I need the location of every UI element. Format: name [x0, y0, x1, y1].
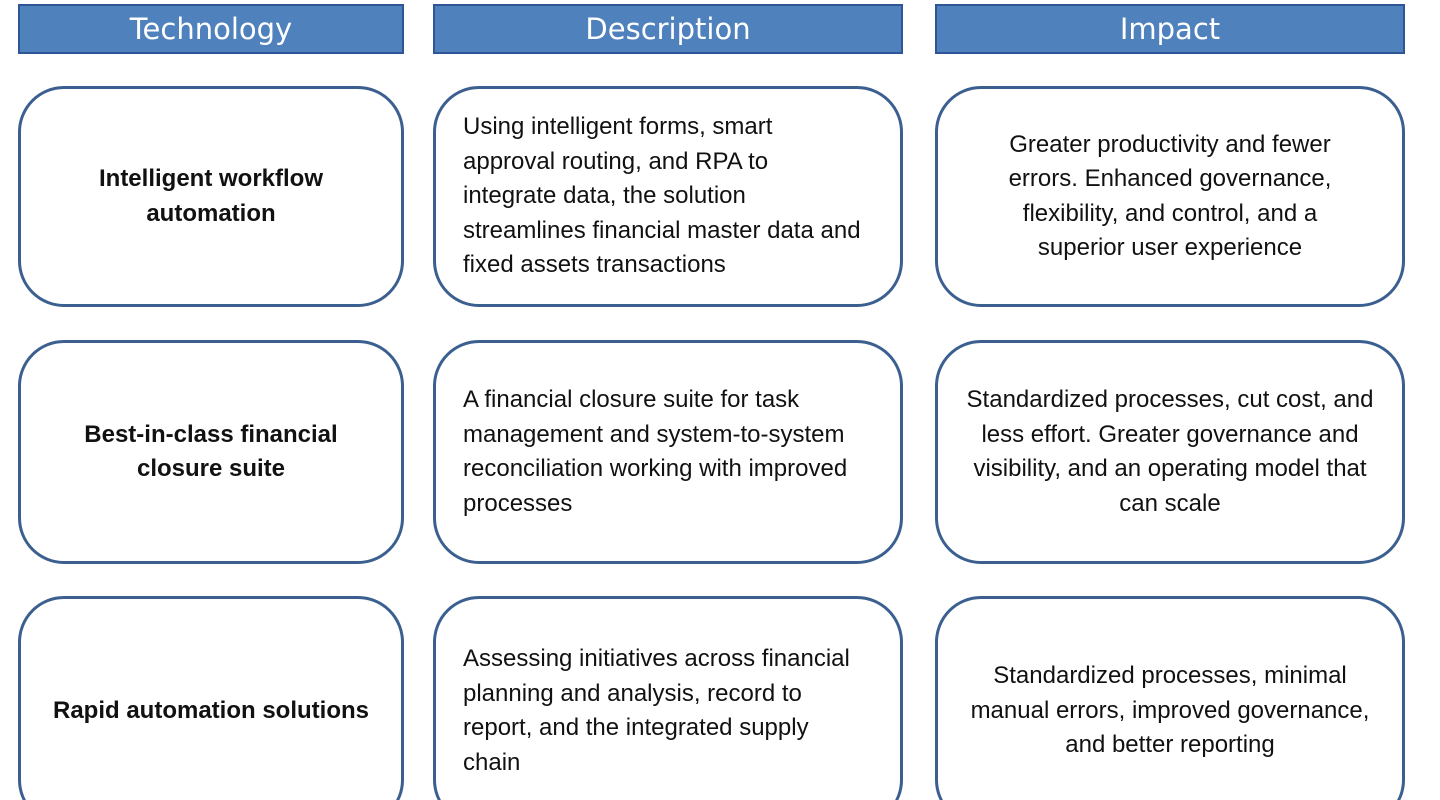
header-description: Description — [433, 4, 903, 54]
impact-box-1: Greater productivity and fewer errors. E… — [935, 86, 1405, 307]
technology-label-3: Rapid automation solutions — [53, 696, 369, 724]
technology-label-2: Best-in-class financial closure suite — [84, 420, 338, 483]
impact-text-3: Standardized processes, minimal manual e… — [970, 662, 1370, 759]
technology-box-3: Rapid automation solutions — [18, 596, 404, 800]
technology-box-2: Best-in-class financial closure suite — [18, 340, 404, 564]
description-box-2: A financial closure suite for task manag… — [433, 340, 903, 564]
impact-box-3: Standardized processes, minimal manual e… — [935, 596, 1405, 800]
impact-text-2: Standardized processes, cut cost, and le… — [966, 386, 1374, 517]
description-text-2: A financial closure suite for task manag… — [463, 386, 848, 517]
header-impact: Impact — [935, 4, 1405, 54]
description-text-3: Assessing initiatives across financial p… — [463, 645, 850, 776]
impact-box-2: Standardized processes, cut cost, and le… — [935, 340, 1405, 564]
technology-label-1: Intelligent workflow automation — [98, 165, 323, 227]
description-box-3: Assessing initiatives across financial p… — [433, 596, 903, 800]
technology-box-1: Intelligent workflow automation — [18, 86, 404, 307]
impact-text-1: Greater productivity and fewer errors. E… — [1008, 130, 1332, 262]
description-text-1: Using intelligent forms, smart approval … — [463, 113, 861, 279]
description-box-1: Using intelligent forms, smart approval … — [433, 86, 903, 307]
header-technology: Technology — [18, 4, 404, 54]
